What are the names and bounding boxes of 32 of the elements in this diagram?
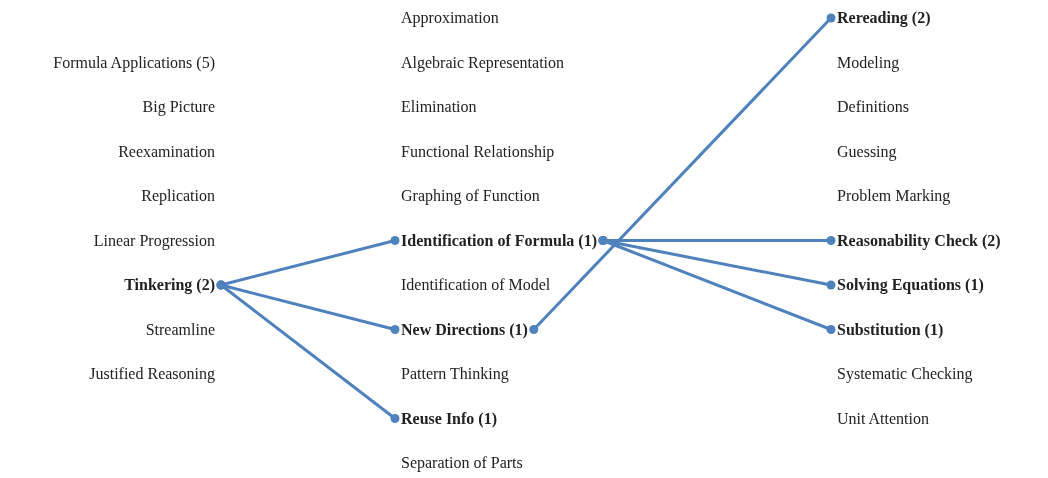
strategy-label: Approximation: [400, 8, 500, 28]
strategy-label: Definitions: [836, 97, 910, 117]
strategy-label: Separation of Parts: [400, 453, 524, 473]
strategy-label: Reuse Info (1): [395, 408, 503, 429]
strategy-label: New Directions (1): [395, 319, 534, 340]
strategy-label: Functional Relationship: [400, 141, 556, 162]
strategy-label: Reexamination: [117, 141, 216, 162]
strategy-label: Pattern Thinking: [400, 364, 510, 384]
connector-line: [216, 280, 400, 423]
strategy-label: Replication: [140, 186, 216, 206]
strategy-label: Problem Marking: [836, 186, 952, 206]
strategy-label: Identification of Formula (1): [395, 230, 603, 251]
strategy-label: Graphing of Function: [400, 186, 541, 206]
strategy-label: Streamline: [144, 319, 216, 340]
strategy-label: Linear Progression: [92, 230, 216, 251]
strategy-label: Solving Equations (1): [831, 275, 990, 295]
strategy-label: Reasonability Check (2): [831, 230, 1007, 251]
connector-line: [529, 13, 836, 334]
strategy-label: Guessing: [836, 141, 898, 162]
strategy-label: Big Picture: [141, 97, 216, 117]
strategy-label: Modeling: [836, 52, 901, 73]
strategy-label: Rereading (2): [831, 8, 937, 28]
connector-line: [598, 236, 836, 334]
strategy-label: Substitution (1): [831, 319, 950, 340]
strategy-label: Identification of Model: [400, 275, 552, 295]
strategy-label: Justified Reasoning: [88, 364, 216, 384]
strategy-label: Tinkering (2): [118, 275, 221, 295]
strategy-label: Unit Attention: [836, 408, 930, 429]
strategy-label: Systematic Checking: [836, 364, 974, 384]
strategy-label: Algebraic Representation: [400, 52, 566, 73]
strategy-label: Formula Applications (5): [52, 52, 216, 73]
strategy-label: Elimination: [400, 97, 478, 117]
